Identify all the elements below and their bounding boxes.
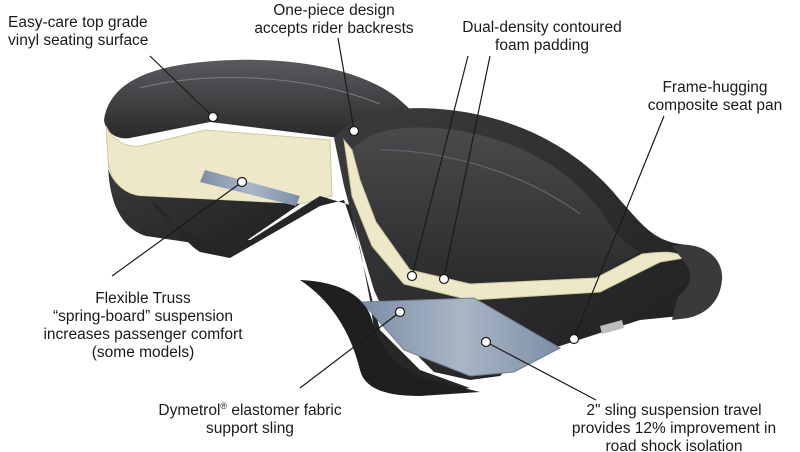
label-line: provides 12% improvement in [571, 420, 777, 437]
dot-dual-2 [438, 273, 450, 285]
dot-dymetrol [394, 306, 406, 318]
under-frame [150, 196, 470, 392]
dot-frame [568, 333, 580, 345]
brand-name: Dymetrol [158, 402, 221, 419]
leader-dual-2 [443, 55, 491, 279]
label-line: foam padding [495, 37, 589, 54]
label-dymetrol-sling: Dymetrol® elastomer fabric support sling [150, 402, 350, 438]
label-line: (some models) [91, 344, 195, 361]
dot-sling [480, 336, 492, 348]
seat-tail [672, 244, 723, 320]
label-line: “spring-board” suspension [52, 308, 234, 325]
seat-seam [139, 76, 381, 105]
dot-truss [236, 176, 248, 188]
label-dual-density-foam: Dual-density contoured foam padding [440, 19, 644, 55]
rider-foam-edge [105, 125, 333, 205]
dot-dual-1 [406, 270, 418, 282]
dot-one-piece [348, 125, 360, 137]
passenger-seat-cushion [352, 127, 640, 283]
leader-frame [573, 115, 665, 339]
label-sling-travel: 2" sling suspension travel provides 12% … [548, 402, 800, 452]
rider-seat-pan [108, 160, 300, 252]
label-line: 2" sling suspension travel [586, 402, 762, 419]
under-frame-lower [300, 280, 480, 396]
truss-strip [200, 170, 300, 206]
label-line: Dymetrol® elastomer fabric [150, 402, 350, 420]
label-line: accepts rider backrests [254, 20, 414, 37]
callout-dots [207, 111, 580, 348]
label-line: Frame-hugging [662, 79, 768, 96]
tail-slot [600, 320, 624, 334]
label-line: One-piece design [273, 2, 395, 19]
dot-vinyl [207, 111, 219, 123]
label-line: composite seat pan [647, 97, 783, 114]
label-one-piece-design: One-piece design accepts rider backrests [228, 2, 440, 38]
label-line: Easy-care top grade [8, 14, 148, 31]
label-vinyl-surface: Easy-care top grade vinyl seating surfac… [8, 14, 148, 50]
label-flexible-truss: Flexible Truss “spring-board” suspension… [8, 290, 278, 362]
label-line: Dual-density contoured [462, 19, 622, 36]
leader-vinyl [149, 55, 213, 117]
label-text: elastomer fabric [227, 402, 342, 419]
label-line: Flexible Truss [95, 290, 191, 307]
label-line: support sling [206, 420, 294, 437]
passenger-sling [360, 297, 562, 377]
registered-mark: ® [220, 401, 228, 411]
label-line: increases passenger comfort [43, 326, 243, 343]
leader-truss [111, 181, 243, 277]
label-frame-hugging-pan: Frame-hugging composite seat pan [630, 79, 800, 115]
label-line: road shock isolation [605, 438, 743, 452]
leader-one-piece [337, 37, 355, 131]
leader-sling [485, 341, 597, 401]
label-line: vinyl seating surface [8, 32, 149, 49]
leader-dymetrol [299, 311, 401, 389]
leader-lines [111, 37, 665, 401]
seat-seam-2 [379, 149, 581, 215]
leader-dual-1 [411, 55, 469, 277]
